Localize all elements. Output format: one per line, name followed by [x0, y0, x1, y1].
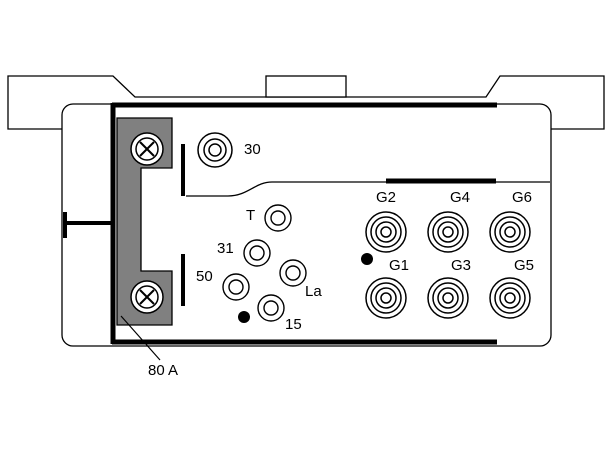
- terminal-G2: [365, 211, 407, 253]
- terminal-G1: [365, 277, 407, 319]
- label-La: La: [305, 283, 322, 300]
- fuse-screw-top: [130, 132, 164, 166]
- terminal-T: [264, 204, 292, 232]
- label-G1: G1: [389, 257, 409, 274]
- label-T: T: [246, 207, 255, 224]
- label-31: 31: [217, 240, 234, 257]
- label-G4: G4: [450, 189, 470, 206]
- internal-divider: [186, 181, 550, 197]
- label-80A: 80 A: [148, 362, 178, 379]
- terminal-G5: [489, 277, 531, 319]
- label-G5: G5: [514, 257, 534, 274]
- index-dot-left: [238, 311, 250, 323]
- terminal-50: [222, 273, 250, 301]
- index-dot-right: [361, 253, 373, 265]
- label-G2: G2: [376, 189, 396, 206]
- label-50: 50: [196, 268, 213, 285]
- terminal-31: [243, 239, 271, 267]
- label-G6: G6: [512, 189, 532, 206]
- terminal-G3: [427, 277, 469, 319]
- label-G3: G3: [451, 257, 471, 274]
- label-30: 30: [244, 141, 261, 158]
- terminal-G4: [427, 211, 469, 253]
- fuse-leader-line: [120, 315, 161, 361]
- fuse-screw-bottom: [130, 280, 164, 314]
- label-15: 15: [285, 316, 302, 333]
- fuse-strip: [116, 117, 173, 326]
- terminal-G6: [489, 211, 531, 253]
- terminal-La: [279, 259, 307, 287]
- terminal-30: [197, 132, 233, 168]
- terminal-15: [257, 294, 285, 322]
- top-tab: [265, 75, 347, 98]
